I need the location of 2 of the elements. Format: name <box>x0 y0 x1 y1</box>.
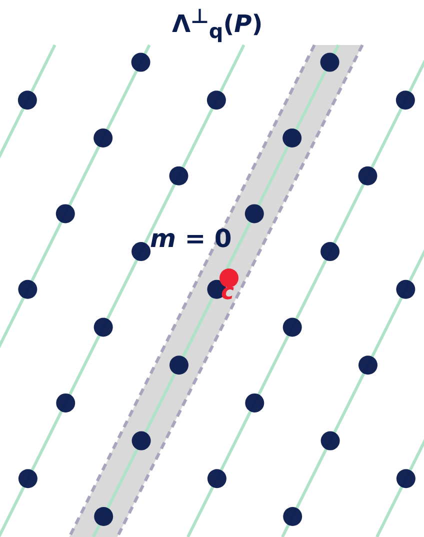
title: Λ$^{⊥}$$_{q}$(P) <box>172 4 263 43</box>
region-label: m = 0 <box>150 224 232 253</box>
